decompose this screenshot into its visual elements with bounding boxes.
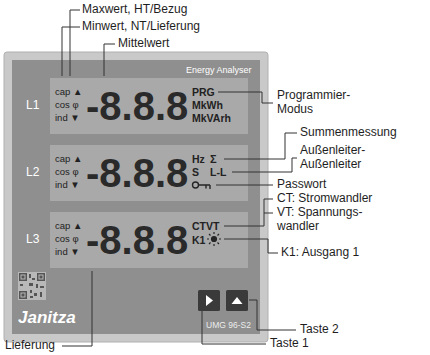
qr-module [30, 296, 33, 298]
callout-label: Taste 1 [270, 337, 309, 351]
lcd-symbol: CTVT [192, 220, 219, 232]
qr-finder [19, 273, 27, 281]
button-arrow-up [232, 297, 243, 304]
phase-label: L1 [26, 99, 39, 113]
qr-module [30, 290, 32, 293]
callout-label: Minwert, NT/Lieferung [82, 20, 200, 34]
leader-line [216, 185, 273, 186]
phase-label: L3 [26, 233, 39, 247]
output-dot [212, 237, 217, 242]
callout-label: Taste 2 [300, 323, 339, 337]
qr-module [29, 283, 33, 286]
qr-module [40, 292, 42, 297]
callout-label: Lieferung [5, 339, 55, 353]
qr-finder-cores [22, 276, 43, 297]
qr-module [34, 293, 37, 296]
lcd-indicator: cos φ [55, 100, 79, 111]
qr-modules [19, 273, 45, 299]
lcd-symbol: MkVArh [192, 112, 231, 124]
qr-hole [39, 275, 44, 280]
callout-label: Mittelwert [118, 37, 169, 51]
lcd-indicator: cap ▲ [55, 87, 82, 98]
lcd-indicator: ind ▼ [55, 247, 80, 258]
qr-module [29, 274, 31, 278]
lcd-symbol: L-L [210, 166, 226, 178]
qr-module [32, 278, 35, 280]
qr-code [18, 272, 46, 300]
callout-label: Passwort [277, 178, 326, 192]
qr-finder [19, 291, 27, 299]
callout-label: VT: Spannungs- wandler [277, 206, 377, 234]
qr-finder-holes [21, 275, 44, 298]
callout-label: K1: Ausgang 1 [281, 246, 359, 260]
qr-core [22, 294, 25, 297]
lcd-indicator: cap ▲ [55, 154, 82, 165]
lcd-digits: -8.8.8 [86, 153, 188, 193]
callout-label: CT: Stromwandler [277, 192, 372, 206]
lcd-symbol: Σ [210, 153, 217, 166]
qr-ground [18, 272, 46, 300]
lcd-indicator: ind ▼ [55, 180, 80, 191]
lcd-symbol: K1 [192, 234, 205, 246]
model-label: UMG 96-S2 [206, 321, 251, 331]
lcd-indicator: ind ▼ [55, 113, 80, 124]
callout-label: Programmier- Modus [277, 89, 367, 117]
qr-hole [21, 275, 26, 280]
qr-core [40, 276, 43, 279]
lcd-symbol: Hz [192, 153, 205, 165]
qr-core [22, 276, 25, 279]
lcd-window: cap ▲ cos φ ind ▼ -8.8.8 Hz ΣS L-L [50, 145, 248, 201]
lcd-indicator: cap ▲ [55, 221, 82, 232]
lcd-symbol: PRG [192, 86, 215, 98]
qr-module [20, 284, 23, 286]
callout-label: Summenmessung [300, 126, 397, 140]
device-bezel [4, 52, 268, 342]
lcd-window: cap ▲ cos φ ind ▼ -8.8.8 CTVT K1 [50, 212, 248, 268]
qr-finder [37, 273, 45, 281]
lcd-indicator: cos φ [55, 234, 79, 245]
callout-label: Maxwert, HT/Bezug [82, 3, 187, 17]
lcd-digits: -8.8.8 [86, 86, 188, 126]
lcd-window: cap ▲ cos φ ind ▼ -8.8.8 PRGMkWhMkVArh [50, 78, 248, 134]
qr-module [36, 284, 38, 288]
button-1 [198, 290, 220, 311]
qr-hole [21, 293, 26, 298]
button-arrow-right [206, 295, 213, 306]
lcd-symbol: S [192, 166, 199, 178]
device-face: Energy AnalyserL1L2L3JanitzaUMG 96-S2 cap… [12, 60, 260, 334]
button-2 [226, 290, 248, 311]
brand-logo: Janitza [18, 308, 76, 328]
qr-module [40, 286, 44, 288]
phase-label: L2 [26, 166, 39, 180]
lcd-digits: -8.8.8 [86, 220, 188, 260]
product-caption: Energy Analyser [186, 65, 252, 75]
callout-label: Außenleiter- Außenleiter [300, 144, 384, 172]
lcd-symbol: MkWh [192, 99, 223, 111]
lcd-indicator: cos φ [55, 167, 79, 178]
